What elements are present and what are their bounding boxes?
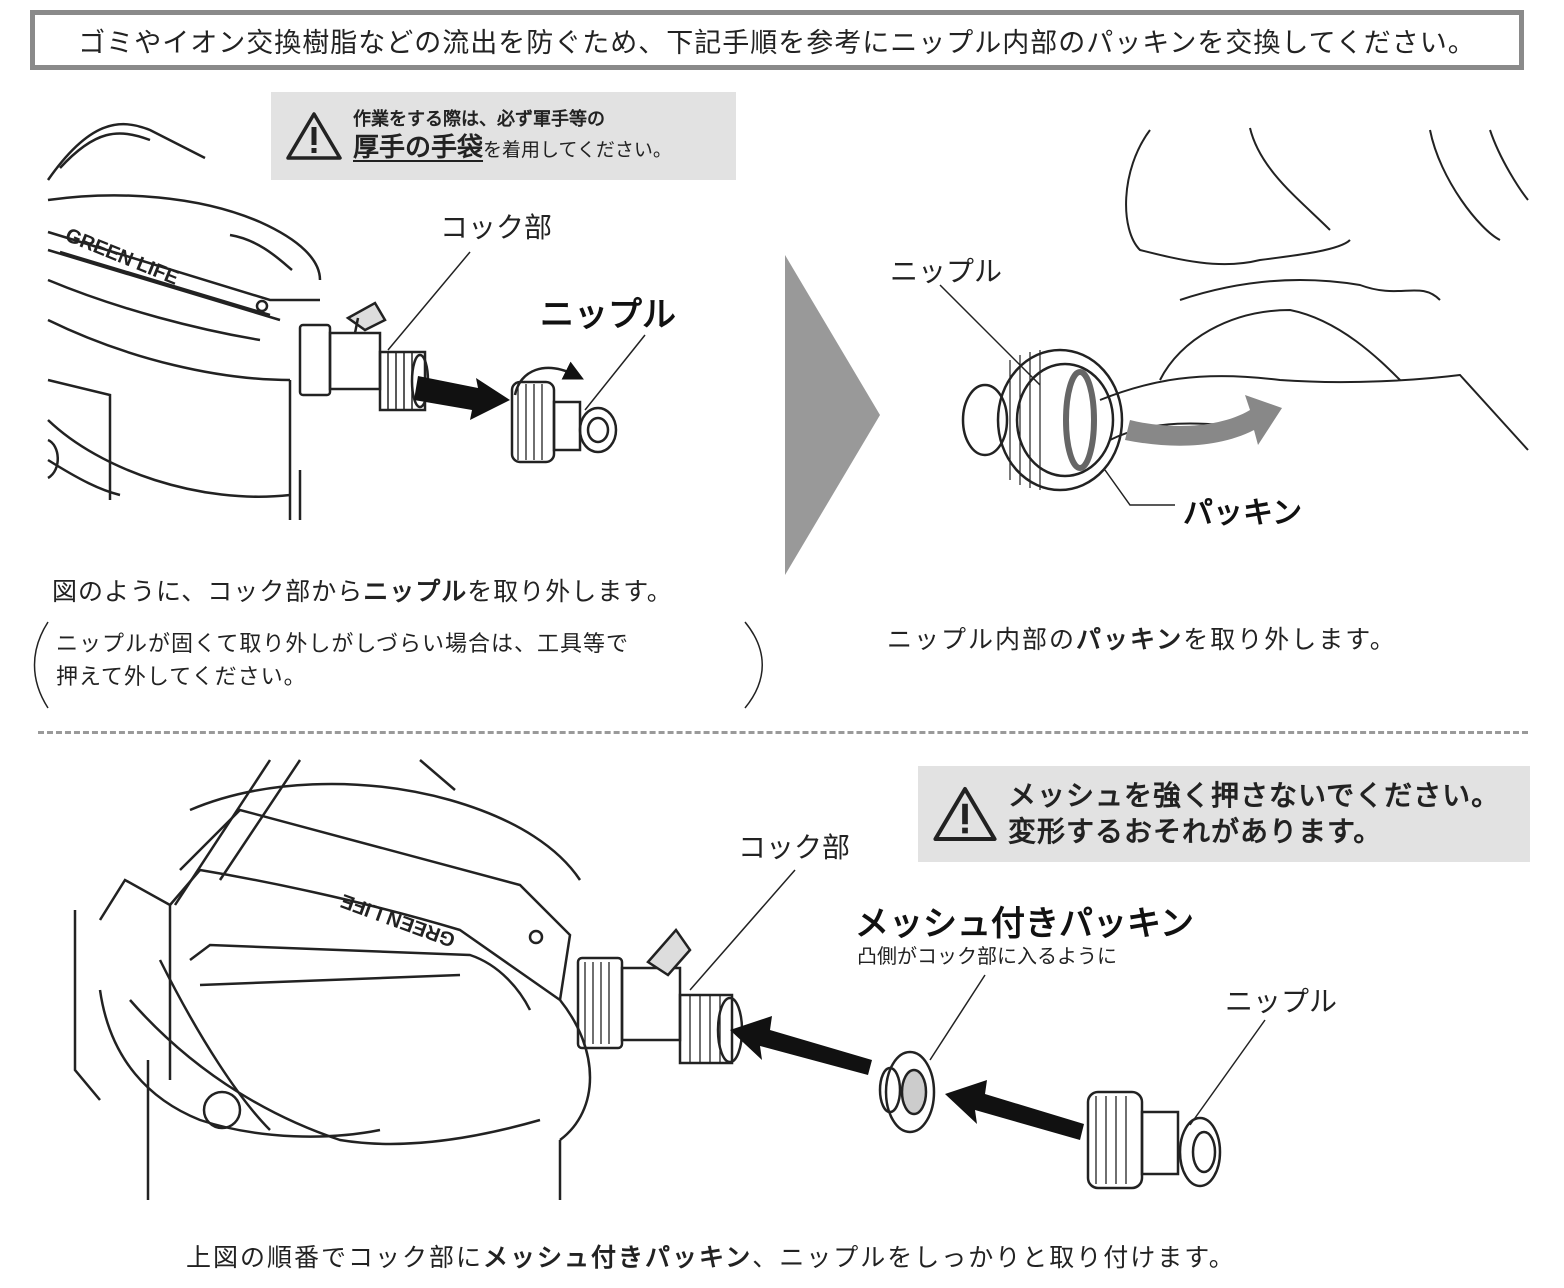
instruction-banner: ゴミやイオン交換樹脂などの流出を防ぐため、下記手順を参考にニップル内部のパッキン… bbox=[30, 10, 1524, 70]
step1-note: ニップルが固くて取り外しがしづらい場合は、工具等で 押えて外してください。 bbox=[56, 628, 629, 694]
step2-caption: ニップル内部のパッキンを取り外します。 bbox=[887, 620, 1397, 656]
step2-caption-post: を取り外します。 bbox=[1183, 625, 1397, 654]
step1-note-line1: ニップルが固くて取り外しがしづらい場合は、工具等で bbox=[56, 632, 630, 657]
glove-warning-box: 作業をする際は、必ず軍手等の 厚手の手袋を着用してください。 bbox=[271, 92, 736, 180]
warning-triangle-icon bbox=[933, 786, 997, 842]
glove-warning-line1: 作業をする際は、必ず軍手等の bbox=[353, 109, 605, 130]
tank-illustration-step1 bbox=[46, 123, 430, 520]
arrow-icon-step3-b bbox=[945, 1080, 1084, 1140]
arrow-icon-step3-a bbox=[730, 1016, 872, 1075]
step2-caption-pre: ニップル内部の bbox=[887, 625, 1077, 654]
glove-warning-emphasis: 厚手の手袋 bbox=[353, 133, 484, 163]
right-arrow-icon bbox=[785, 255, 880, 575]
glove-warning-rest: を着用してください。 bbox=[483, 139, 672, 161]
nipple-illustration-step3 bbox=[1086, 1090, 1222, 1190]
mesh-packing-illustration bbox=[878, 1050, 936, 1134]
nipple-label-step3: ニップル bbox=[1225, 985, 1338, 1018]
step3-caption-post: 、ニップルをしっかりと取り付けます。 bbox=[752, 1243, 1236, 1272]
nipple-illustration-step1 bbox=[510, 361, 618, 464]
warning-triangle-icon bbox=[286, 112, 342, 160]
step2-caption-bold: パッキン bbox=[1076, 625, 1184, 654]
section-divider bbox=[38, 731, 1528, 734]
brand-logo-step3: GREEN LIFE bbox=[338, 889, 458, 951]
step3-caption-pre: 上図の順番でコック部に bbox=[186, 1243, 484, 1272]
cock-label-step3: コック部 bbox=[738, 831, 851, 864]
hand-illustration-step2 bbox=[1099, 127, 1529, 451]
mesh-packing-note: 凸側がコック部に入るように bbox=[857, 944, 1117, 968]
mesh-warning-line1: メッシュを強く押さないでください。 bbox=[1008, 779, 1501, 812]
mesh-warning-box: メッシュを強く押さないでください。 変形するおそれがあります。 bbox=[918, 766, 1530, 862]
rotate-arrow-icon bbox=[1125, 395, 1282, 446]
nipple-label-step1: ニップル bbox=[540, 295, 676, 335]
mesh-packing-label: メッシュ付きパッキン bbox=[855, 904, 1194, 944]
nipple-label-step2: ニップル bbox=[890, 255, 1003, 288]
step1-caption: 図のように、コック部からニップルを取り外します。 bbox=[52, 572, 673, 608]
mesh-warning-line2: 変形するおそれがあります。 bbox=[1008, 815, 1383, 848]
step1-caption-bold: ニップル bbox=[363, 577, 468, 606]
cock-label-step1: コック部 bbox=[440, 211, 553, 244]
step1-caption-post: を取り外します。 bbox=[467, 577, 673, 606]
nipple-illustration-step2 bbox=[961, 348, 1124, 492]
arrow-icon-step1 bbox=[414, 376, 510, 420]
tank-illustration-step3 bbox=[73, 759, 744, 1200]
step1-caption-pre: 図のように、コック部から bbox=[52, 577, 364, 606]
instruction-text: ゴミやイオン交換樹脂などの流出を防ぐため、下記手順を参考にニップル内部のパッキン… bbox=[78, 27, 1476, 59]
packing-label-step2: パッキン bbox=[1183, 496, 1303, 531]
step3-caption-bold: メッシュ付きパッキン bbox=[483, 1243, 753, 1272]
step1-note-line2: 押えて外してください。 bbox=[56, 665, 307, 690]
step3-caption: 上図の順番でコック部にメッシュ付きパッキン、ニップルをしっかりと取り付けます。 bbox=[186, 1238, 1236, 1274]
